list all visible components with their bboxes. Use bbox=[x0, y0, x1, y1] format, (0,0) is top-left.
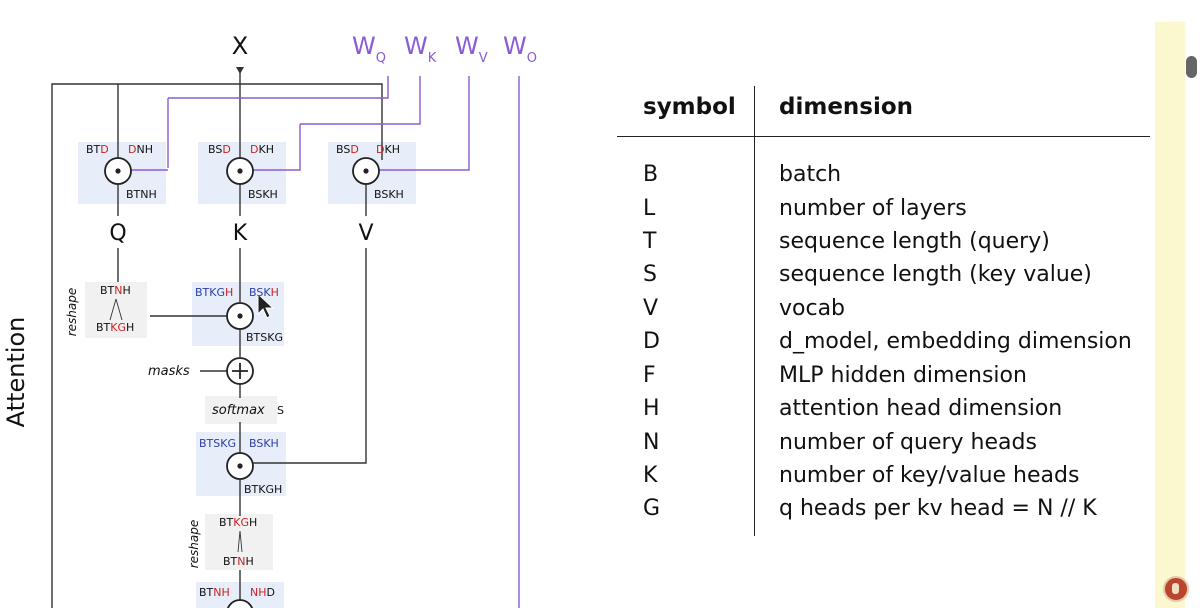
svg-text:BSKH: BSKH bbox=[249, 437, 279, 450]
svg-text:BTNH: BTNH bbox=[126, 188, 157, 201]
svg-text:BSD: BSD bbox=[336, 143, 359, 156]
svg-text:BTD: BTD bbox=[86, 143, 109, 156]
out-proj-labels: BTNH NHD bbox=[199, 586, 275, 599]
svg-text:BSD: BSD bbox=[208, 143, 231, 156]
mouse-cursor-icon bbox=[257, 292, 275, 319]
symbol-column-header: symbol bbox=[643, 94, 736, 120]
dimension-column-header: dimension bbox=[779, 94, 914, 120]
logo-icon bbox=[1163, 576, 1189, 602]
table-row-dimension: q heads per kv head = N // K bbox=[779, 496, 1097, 521]
column-divider bbox=[754, 86, 755, 536]
table-row-dimension: batch bbox=[779, 162, 842, 187]
svg-text:DKH: DKH bbox=[250, 143, 274, 156]
softmax-label: softmax bbox=[212, 403, 265, 418]
table-row-dimension: sequence length (query) bbox=[779, 229, 1050, 254]
purple-wires bbox=[131, 76, 520, 608]
svg-text:BTNH: BTNH bbox=[100, 284, 131, 297]
table-row-dimension: number of query heads bbox=[779, 430, 1037, 455]
table-row-symbol: G bbox=[643, 496, 661, 521]
table-row-symbol: B bbox=[643, 162, 659, 187]
reshape-arrows bbox=[109, 298, 243, 553]
weight-labels: WQ WK WV WO bbox=[352, 32, 537, 66]
svg-text:NHD: NHD bbox=[250, 586, 275, 599]
attention-diagram: X WQ WK WV WO Attention BTD DNH BTNH BSD… bbox=[2, 32, 537, 608]
table-row-symbol: S bbox=[643, 262, 657, 287]
table-row-symbol: D bbox=[643, 329, 660, 354]
svg-text:DNH: DNH bbox=[128, 143, 153, 156]
q-label: Q bbox=[109, 221, 126, 246]
softmax-axis-label: S bbox=[277, 404, 284, 417]
reshape2-labels: BTKGH BTNH bbox=[219, 516, 257, 568]
svg-text:BTSKG: BTSKG bbox=[199, 437, 236, 450]
v-label: V bbox=[358, 221, 373, 246]
attention-section-label: Attention bbox=[2, 317, 30, 428]
svg-text:BSKH: BSKH bbox=[248, 188, 278, 201]
weight-k-label: WK bbox=[404, 32, 437, 66]
scrollbar-thumb[interactable] bbox=[1186, 56, 1197, 78]
side-panel-strip bbox=[1155, 22, 1185, 608]
table-row-symbol: N bbox=[643, 430, 660, 455]
svg-text:BTSKG: BTSKG bbox=[246, 331, 283, 344]
reshape1-box bbox=[85, 282, 147, 338]
weight-q-label: WQ bbox=[352, 32, 386, 66]
table-row-symbol: K bbox=[643, 463, 658, 488]
proj-q-labels: BTD DNH BTNH bbox=[86, 143, 157, 201]
svg-text:BTNH: BTNH bbox=[223, 555, 254, 568]
svg-text:BTKGH: BTKGH bbox=[219, 516, 257, 529]
k-label: K bbox=[233, 221, 248, 246]
reshape2-label: reshape bbox=[187, 520, 201, 569]
table-row-dimension: d_model, embedding dimension bbox=[779, 329, 1132, 354]
table-row-symbol: V bbox=[643, 296, 659, 321]
table-row-dimension: attention head dimension bbox=[779, 396, 1063, 421]
svg-text:BSKH: BSKH bbox=[249, 286, 279, 299]
table-row-dimension: vocab bbox=[779, 296, 846, 321]
table-row-dimension: number of key/value heads bbox=[779, 463, 1080, 488]
svg-text:BTKGH: BTKGH bbox=[244, 483, 282, 496]
weight-o-label: WO bbox=[503, 32, 537, 66]
proj-v-labels: BSD DKH BSKH bbox=[336, 143, 404, 201]
out-proj-dot-op bbox=[227, 599, 253, 608]
input-label: X bbox=[232, 32, 248, 60]
black-wires bbox=[51, 72, 383, 608]
table-row-dimension: number of layers bbox=[779, 196, 967, 221]
table-row-symbol: L bbox=[643, 196, 656, 221]
svg-text:DKH: DKH bbox=[376, 143, 400, 156]
weight-v-label: WV bbox=[455, 32, 488, 66]
table-row-dimension: sequence length (key value) bbox=[779, 262, 1092, 287]
svg-text:BSKH: BSKH bbox=[374, 188, 404, 201]
reshape1-labels: BTNH BTKGH bbox=[96, 284, 134, 334]
svg-text:BTKGH: BTKGH bbox=[195, 286, 233, 299]
reshape1-label: reshape bbox=[65, 288, 79, 337]
table-row-symbol: H bbox=[643, 396, 660, 421]
table-row-symbol: T bbox=[643, 229, 657, 254]
input-arrowhead bbox=[236, 67, 244, 74]
table-row-symbol: F bbox=[643, 363, 656, 388]
softmax-box bbox=[205, 396, 277, 424]
svg-text:BTNH: BTNH bbox=[199, 586, 230, 599]
proj-k-labels: BSD DKH BSKH bbox=[208, 143, 278, 201]
masks-label: masks bbox=[148, 364, 190, 379]
op-circles bbox=[104, 157, 380, 608]
scores-labels: BTKGH BSKH BTSKG bbox=[195, 286, 283, 344]
svg-text:BTKGH: BTKGH bbox=[96, 321, 134, 334]
attn-v-labels: BTSKG BSKH BTKGH bbox=[199, 437, 282, 496]
table-row-dimension: MLP hidden dimension bbox=[779, 363, 1027, 388]
header-divider bbox=[617, 136, 1150, 137]
